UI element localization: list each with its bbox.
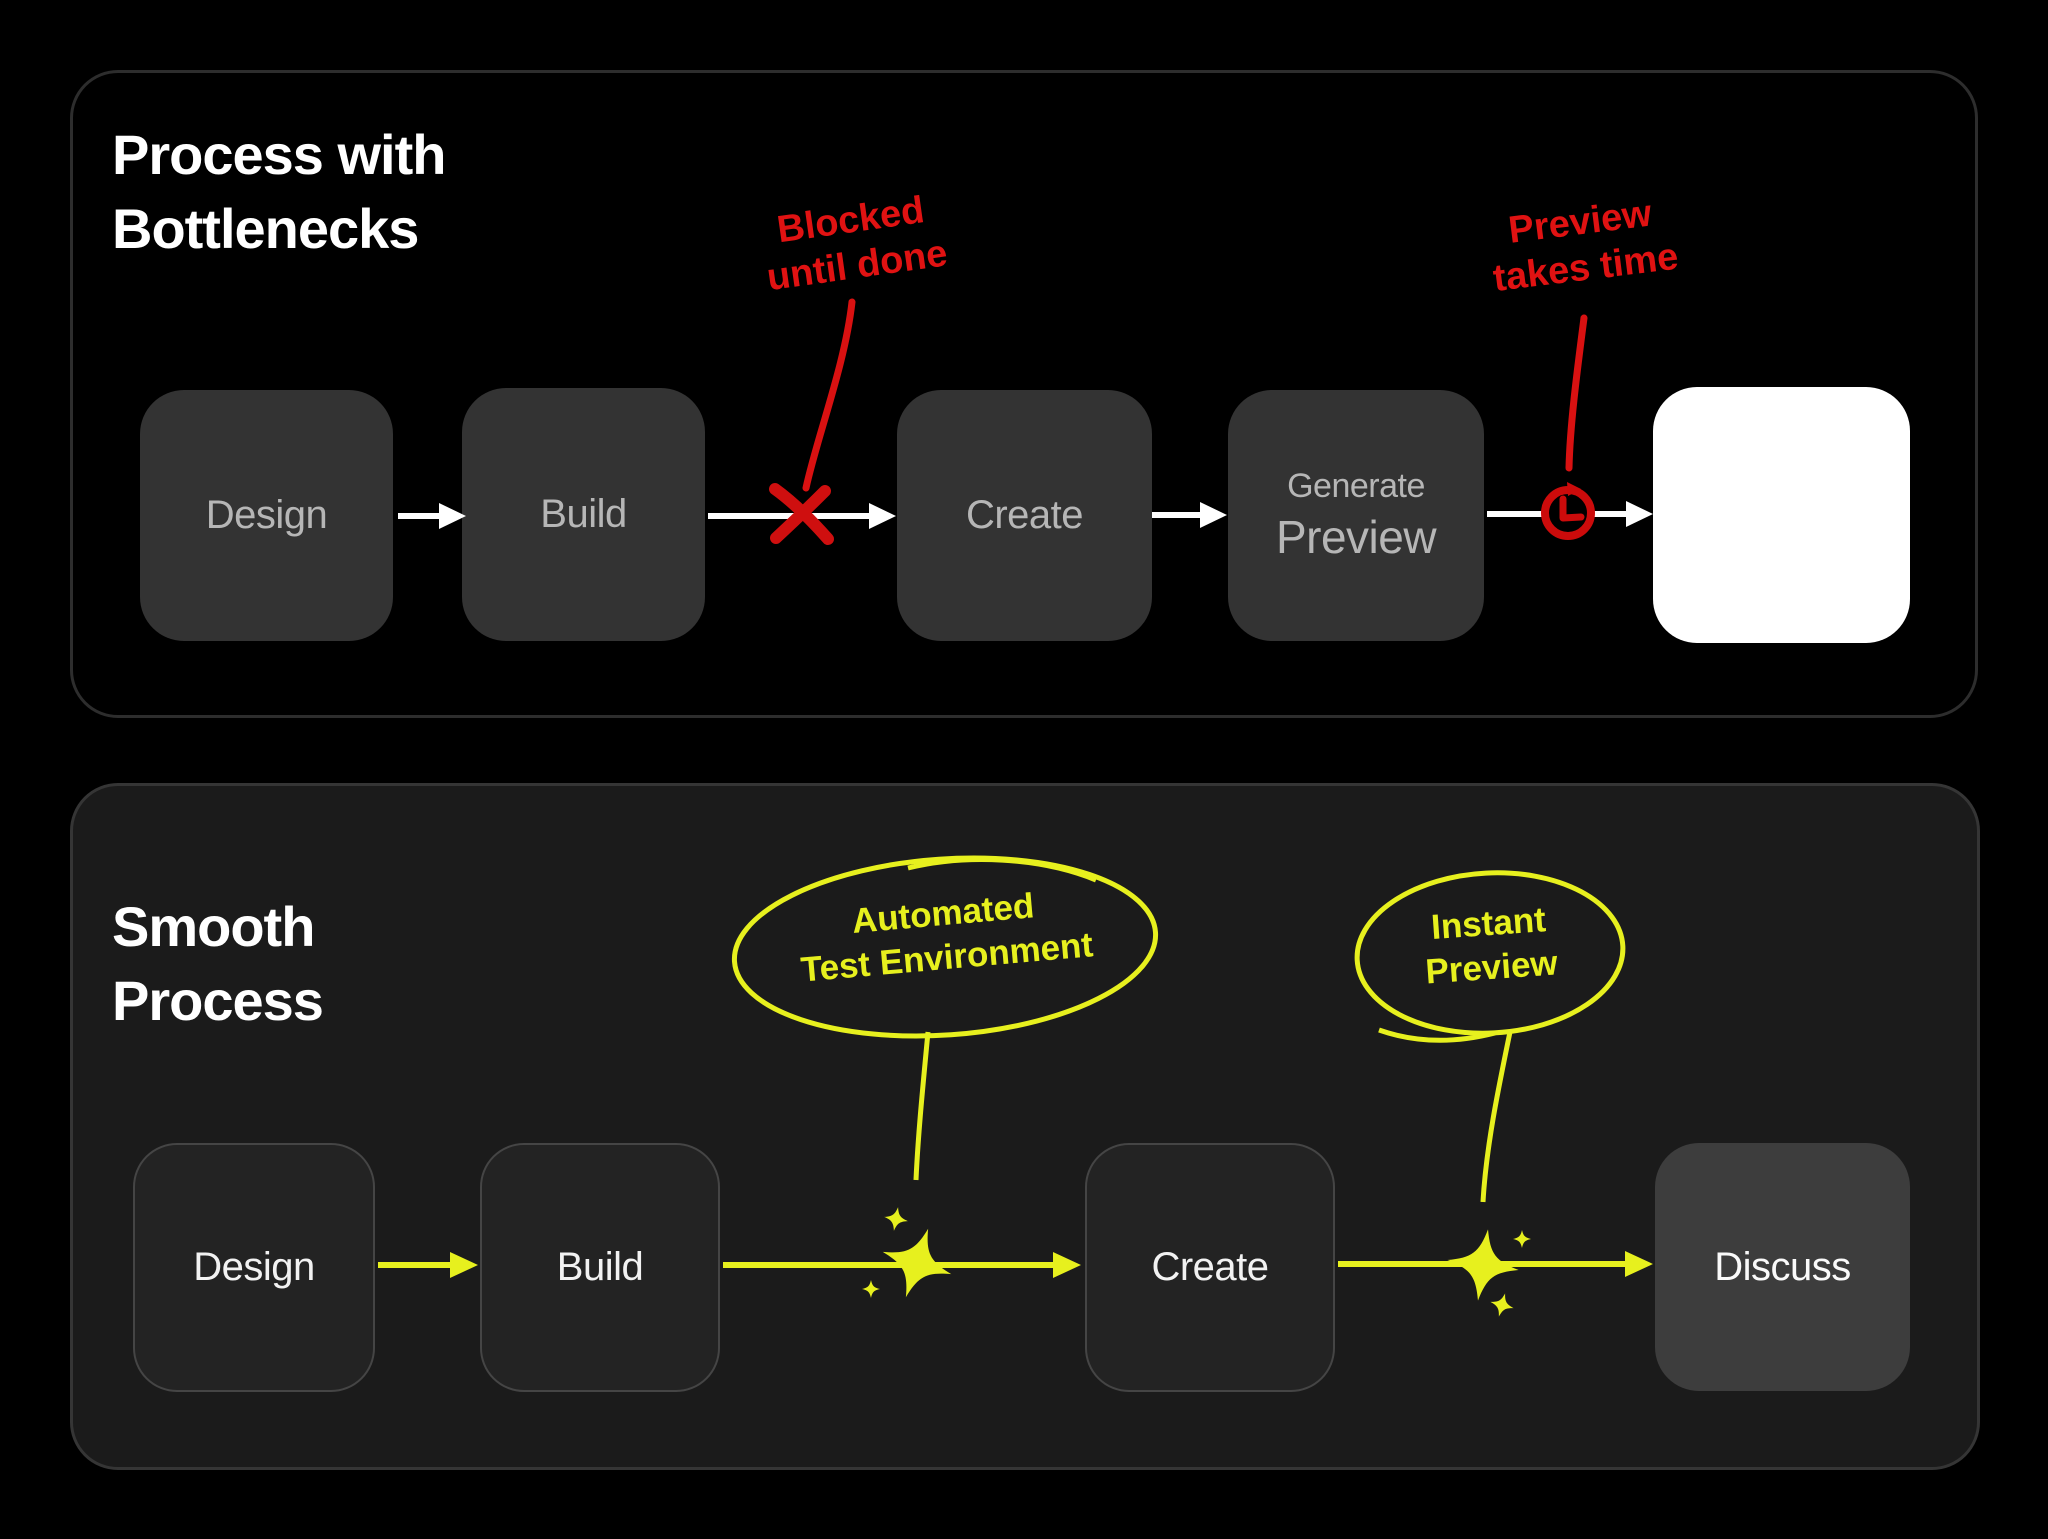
node-label: Design xyxy=(205,493,328,537)
node-label: Design xyxy=(193,1245,315,1289)
node-create-bottom: Create xyxy=(1085,1143,1335,1392)
node-label: Build xyxy=(556,1245,644,1289)
instant-annotation-text: Instant Preview xyxy=(1424,900,1559,992)
node-label: Create xyxy=(965,493,1084,537)
node-generate-preview: Generate Preview xyxy=(1228,390,1484,641)
node-build-top: Build xyxy=(462,388,705,641)
node-design-bottom: Design xyxy=(133,1143,375,1392)
smooth-panel-title: Smooth Process xyxy=(112,895,324,1032)
node-build-bottom: Build xyxy=(480,1143,720,1392)
node-label: Discuss xyxy=(1714,1244,1851,1289)
node-discuss: Discuss xyxy=(1655,1143,1910,1391)
node-label: Create xyxy=(1151,1245,1269,1289)
node-label-large: Preview xyxy=(1275,511,1437,563)
node-create-top: Create xyxy=(897,390,1152,641)
node-label: Build xyxy=(540,492,627,536)
bottleneck-panel-title: Process with Bottlenecks xyxy=(112,123,446,260)
node-final-blank xyxy=(1653,387,1910,643)
node-label-small: Generate xyxy=(1287,467,1425,505)
node-design-top: Design xyxy=(140,390,393,641)
